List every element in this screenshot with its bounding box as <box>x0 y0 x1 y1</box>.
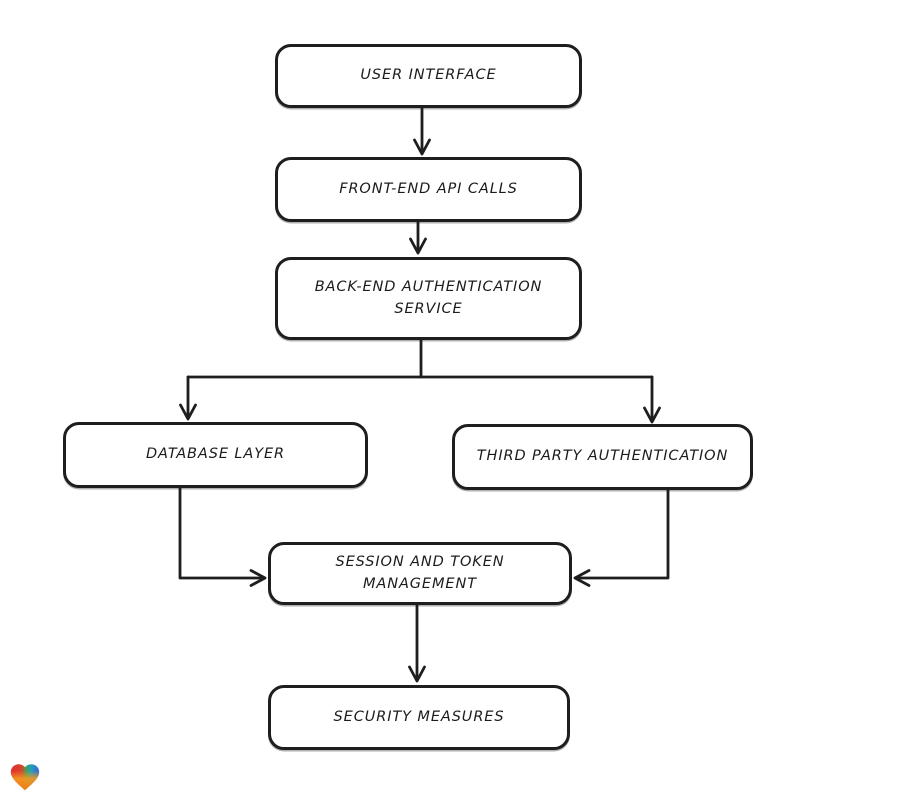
node-third-party-authentication-label: THIRD PARTY AUTHENTICATION <box>476 448 729 465</box>
node-user-interface: USER INTERFACE <box>275 44 582 108</box>
node-security-measures-label: SECURITY MEASURES <box>333 708 505 725</box>
edge-user-interface-to-front-end-api-calls <box>413 106 431 156</box>
node-back-end-authentication-service: BACK-END AUTHENTICATION SERVICE <box>275 257 582 340</box>
node-security-measures: SECURITY MEASURES <box>268 685 570 750</box>
node-back-end-authentication-service-label: BACK-END AUTHENTICATION SERVICE <box>314 278 543 317</box>
node-front-end-api-calls: FRONT-END API CALLS <box>275 157 582 222</box>
node-user-interface-label: USER INTERFACE <box>360 67 497 84</box>
edge-session-and-token-management-to-security-measures <box>408 603 426 683</box>
node-session-and-token-management-label: SESSION AND TOKEN MANAGEMENT <box>335 553 505 592</box>
node-session-and-token-management: SESSION AND TOKEN MANAGEMENT <box>268 542 572 605</box>
edge-third-party-authentication-to-session-and-token-management <box>573 488 670 587</box>
node-front-end-api-calls-label: FRONT-END API CALLS <box>339 180 518 197</box>
node-database-layer-label: DATABASE LAYER <box>145 446 285 463</box>
edge-front-end-api-calls-to-back-end-authentication-service <box>409 220 427 255</box>
gradient-heart-logo-icon <box>10 764 40 791</box>
node-database-layer: DATABASE LAYER <box>63 422 368 488</box>
edge-database-layer-to-session-and-token-management <box>178 486 267 587</box>
edge-back-end-authentication-service-branch <box>179 338 661 424</box>
node-third-party-authentication: THIRD PARTY AUTHENTICATION <box>452 424 753 490</box>
